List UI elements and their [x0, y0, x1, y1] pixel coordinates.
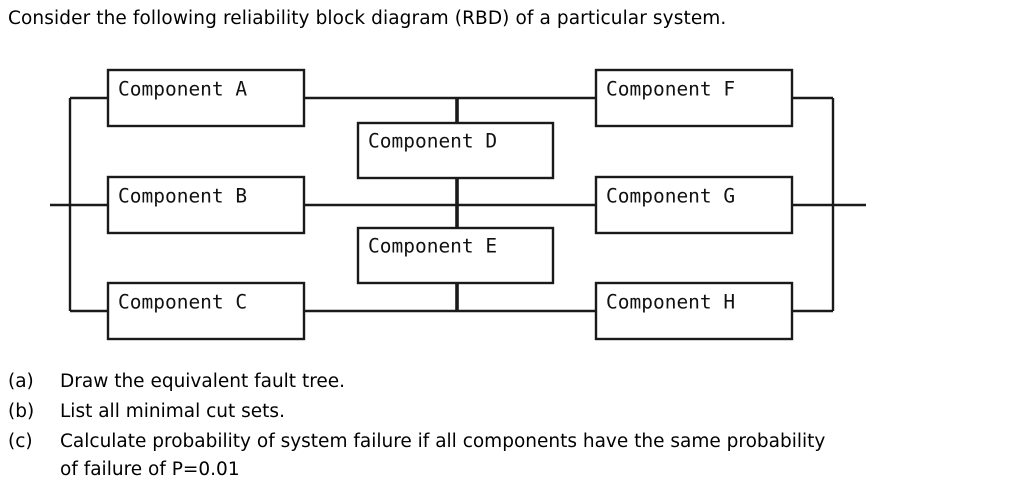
block-component-h[interactable]: Component H	[594, 281, 794, 341]
block-component-d-box	[356, 121, 555, 180]
block-component-c-box	[106, 281, 306, 341]
block-component-a-label: Component A	[118, 78, 247, 101]
block-component-f[interactable]: Component F	[594, 68, 794, 128]
question-body-a: Draw the equivalent fault tree.	[60, 368, 1016, 396]
block-component-c-label: Component C	[118, 291, 247, 314]
question-marker-a: (a)	[8, 371, 34, 392]
block-component-e[interactable]: Component E	[356, 226, 555, 285]
block-component-a[interactable]: Component A	[106, 68, 306, 128]
block-component-b-box	[106, 175, 306, 235]
question-body-b: List all minimal cut sets.	[60, 398, 1016, 426]
diagram-wiring	[50, 96, 866, 313]
block-component-f-label: Component F	[606, 78, 735, 101]
question-item-b: (b) List all minimal cut sets.	[8, 398, 1016, 426]
block-component-d-label: Component D	[368, 130, 497, 153]
block-component-h-box	[594, 281, 794, 341]
question-list: (a) Draw the equivalent fault tree. (b) …	[8, 368, 1016, 486]
question-b-line-1: List all minimal cut sets.	[60, 401, 285, 422]
question-item-c: (c) Calculate probability of system fail…	[8, 428, 1016, 484]
page-title: Consider the following reliability block…	[8, 8, 727, 29]
block-component-c[interactable]: Component C	[106, 281, 306, 341]
question-item-a: (a) Draw the equivalent fault tree.	[8, 368, 1016, 396]
rbd-canvas: Component A Component B Component C Comp…	[50, 68, 866, 341]
block-component-g[interactable]: Component G	[594, 175, 794, 235]
block-component-b-label: Component B	[118, 185, 247, 208]
block-component-a-box	[106, 68, 306, 128]
question-c-line-2: of failure of P=0.01	[60, 459, 240, 480]
question-body-c: Calculate probability of system failure …	[60, 428, 1016, 484]
block-component-e-box	[356, 226, 555, 285]
block-component-h-label: Component H	[606, 291, 735, 314]
block-component-f-box	[594, 68, 794, 128]
question-marker-b: (b)	[8, 401, 35, 422]
reliability-block-diagram: Component A Component B Component C Comp…	[0, 52, 1024, 362]
block-component-b[interactable]: Component B	[106, 175, 306, 235]
block-component-e-label: Component E	[368, 235, 497, 258]
question-a-line-1: Draw the equivalent fault tree.	[60, 371, 346, 392]
block-component-g-label: Component G	[606, 185, 735, 208]
block-component-g-box	[594, 175, 794, 235]
block-component-d[interactable]: Component D	[356, 121, 555, 180]
question-c-line-1: Calculate probability of system failure …	[60, 431, 826, 452]
question-marker-c: (c)	[8, 431, 33, 452]
